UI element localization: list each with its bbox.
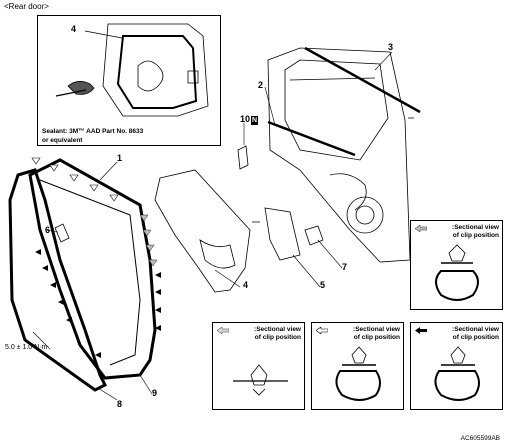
callout-7: 7 — [342, 262, 348, 272]
leader-7 — [317, 239, 343, 269]
clip-view-hatched-line2: of clip position — [254, 334, 301, 341]
sealant-note-line1: Sealant: 3M™ AAD Part No. 8633 — [42, 128, 144, 135]
callout-10-number: 10 — [240, 114, 251, 124]
clip-view-black-line1: :Sectional view — [452, 326, 499, 333]
sealant-illustration — [55, 23, 209, 117]
bracket-5 — [264, 207, 301, 261]
clip-view-white-caption: :Sectional view of clip position — [353, 326, 400, 342]
door-trim-4 — [154, 169, 251, 293]
clip-section-hatched — [233, 364, 288, 396]
clip-view-black-caption: :Sectional view of clip position — [452, 326, 499, 342]
leader-1 — [99, 161, 118, 181]
clip-view-black: :Sectional view of clip position — [410, 322, 503, 410]
door-frame — [267, 47, 411, 263]
beltline-2 — [267, 120, 356, 157]
diagram-title: <Rear door> — [4, 2, 49, 11]
callout-1: 1 — [117, 153, 123, 163]
clip-view-white: :Sectional view of clip position — [311, 322, 404, 410]
torque-spec: 5.0 ± 1.0 N·m — [5, 344, 48, 351]
clip-section-black — [434, 346, 480, 401]
clip-view-white-line1: :Sectional view — [353, 326, 400, 333]
leader-6 — [45, 229, 59, 233]
new-part-badge: N — [251, 116, 259, 125]
leader-torque — [32, 331, 51, 350]
callout-6: 6 — [45, 225, 51, 235]
clip-view-gray: :Sectional view of clip position — [410, 220, 503, 310]
clip-view-hatched-line1: :Sectional view — [254, 326, 301, 333]
sealant-inset: 4 Sealant: 3M™ AAD Part No. 8633 or equi… — [37, 15, 221, 146]
clip-view-white-line2: of clip position — [353, 334, 400, 341]
clip-section-white — [335, 346, 381, 401]
callout-2: 2 — [258, 80, 264, 90]
clip-view-hatched: :Sectional view of clip position — [212, 322, 305, 410]
leader-4 — [214, 269, 241, 288]
leader-8 — [97, 387, 118, 401]
leader-3 — [374, 51, 393, 71]
callout-5: 5 — [320, 280, 326, 290]
callout-3: 3 — [388, 42, 394, 52]
part-6 — [54, 223, 70, 243]
weatherstrip-3 — [304, 46, 421, 114]
callout-4-sealant: 4 — [71, 24, 77, 34]
callout-9: 9 — [152, 388, 158, 398]
clip-view-gray-line1: :Sectional view — [452, 224, 499, 231]
clip-view-gray-line2: of clip position — [452, 232, 499, 239]
weatherstrip-9 — [28, 158, 157, 380]
leader-2 — [264, 86, 276, 126]
weatherstrip-8 — [8, 168, 108, 392]
hatched-arrow-icon — [217, 327, 229, 334]
part-7 — [304, 225, 324, 246]
clip-view-gray-caption: :Sectional view of clip position — [452, 224, 499, 240]
sealant-note: Sealant: 3M™ AAD Part No. 8633 or equiva… — [42, 127, 143, 145]
clip-view-black-line2: of clip position — [452, 334, 499, 341]
gray-arrow-icon — [415, 225, 427, 232]
black-arrow-icon — [415, 327, 427, 334]
figure-code: AC605599AB — [460, 435, 500, 442]
white-arrow-icon — [316, 327, 328, 334]
callout-4: 4 — [243, 280, 249, 290]
clip-view-hatched-caption: :Sectional view of clip position — [254, 326, 301, 342]
sealant-note-line2: or equivalent — [42, 137, 83, 144]
clip-section-gray — [435, 244, 479, 301]
callout-8: 8 — [117, 399, 123, 409]
leader-5 — [292, 254, 321, 288]
leader-9 — [139, 374, 153, 395]
part-10 — [237, 145, 249, 170]
